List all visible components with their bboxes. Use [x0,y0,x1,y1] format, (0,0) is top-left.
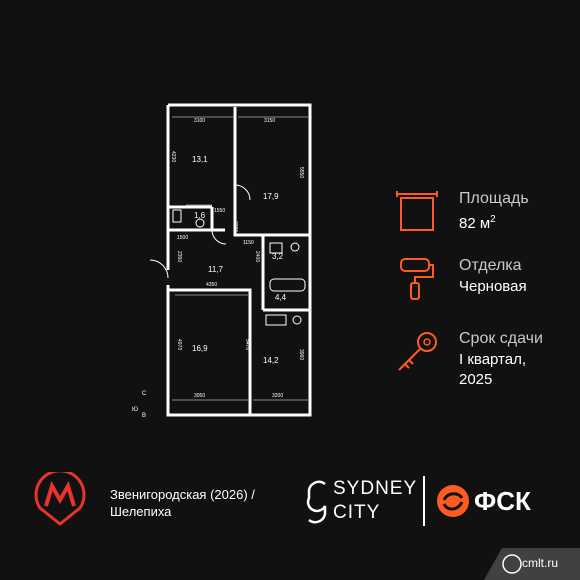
compass-east: В [142,413,146,419]
finish-value: Черновая [459,278,527,295]
dimension-label: 2380 [232,221,238,232]
dimension-label: 3150 [264,118,275,124]
dimension-label: 4350 [206,282,217,288]
s-logo-icon [306,480,327,524]
finish-info: Отделка Черновая [395,257,575,317]
dimension-label: 3050 [194,393,205,399]
metro-station: Звенигородская (2026) / Шелепиха [110,487,255,519]
paint-roller-icon [400,258,434,300]
watermark-badge [484,548,580,580]
area-icon [396,191,438,231]
sydney-city-logo: SYDNEY CITY [303,476,416,528]
room-area-8: 14,2 [263,356,279,365]
room-area-5: 11,7 [208,265,224,274]
dimension-label: 3200 [272,393,283,399]
floor-plan-drawing: 13,1 17,9 1,6 3,2 11,7 4,4 16,9 14,2 310… [132,103,312,419]
dimension-label: 5550 [298,167,304,178]
fsk-circle-icon [437,485,469,517]
room-area-1: 13,1 [192,155,208,164]
brand-city: CITY [333,502,381,523]
room-area-4: 3,2 [272,252,284,261]
brand-fsk: ФСК [474,486,531,516]
room-area-3: 1,6 [194,211,206,220]
compass-north: С [142,391,147,397]
metro-icon [34,472,86,526]
deadline-value: I квартал,2025 [459,351,527,388]
deadline-label: Срок сдачи [459,330,543,347]
brand-divider [423,476,425,526]
dimension-label: 2400 [254,251,260,262]
area-info: Площадь 82 м2 [395,190,575,250]
dimension-label: 5470 [244,339,250,350]
room-area-6: 4,4 [275,293,287,302]
dimension-label: 1150 [243,240,254,246]
brand-sydney: SYDNEY [333,478,418,499]
area-label: Площадь [459,190,529,207]
dimension-label: 2350 [176,251,182,262]
area-value: 82 м2 [459,214,496,232]
deadline-info: Срок сдачи I квартал,2025 [395,330,575,390]
key-icon [398,332,437,371]
dimension-label: 3100 [194,118,205,124]
room-area-2: 17,9 [263,192,279,201]
finish-label: Отделка [459,257,522,274]
dimension-label: 1500 [177,235,188,241]
fsk-logo: ФСК [436,484,546,520]
floor-plan: 13,1 17,9 1,6 3,2 11,7 4,4 16,9 14,2 310… [130,95,330,425]
dimension-label: 4230 [170,151,176,162]
watermark-text: cmlt.ru [522,556,558,570]
dimension-label: 3960 [298,349,304,360]
compass-south: Ю [132,407,138,413]
dimension-label: 4970 [176,339,182,350]
dimension-label: 1550 [214,208,225,214]
room-area-7: 16,9 [192,344,208,353]
